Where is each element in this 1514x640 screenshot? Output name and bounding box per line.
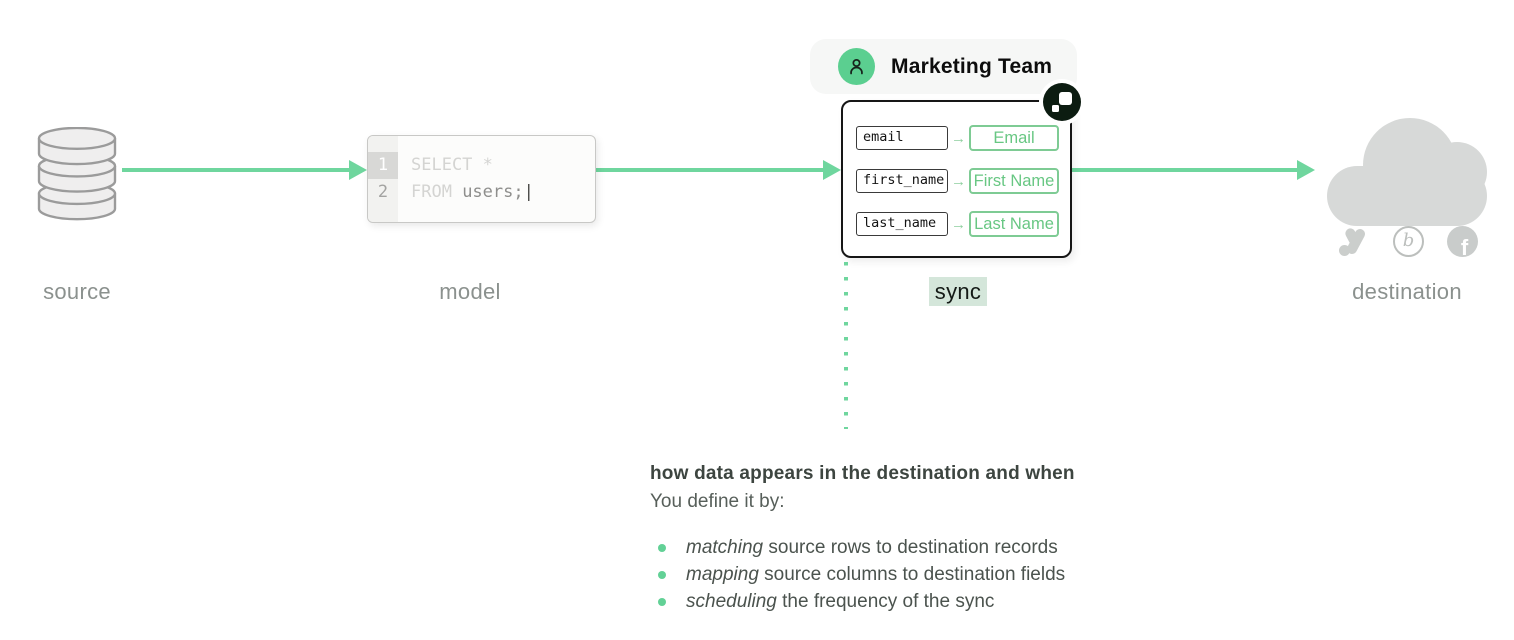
destination-field-box: Last Name [969, 211, 1059, 237]
sql-code: SELECT * FROM users;| [398, 136, 534, 222]
bullet-dot-icon [658, 544, 666, 552]
hightouch-logo-badge [1039, 79, 1085, 125]
description-bullet-list: matching source rows to destination reco… [650, 534, 1230, 615]
destination-field-box: First Name [969, 168, 1059, 194]
line-number: 2 [377, 182, 389, 202]
hightouch-logo-icon [1043, 83, 1081, 121]
team-pill: Marketing Team [810, 39, 1077, 94]
arrowhead-source-to-model [349, 160, 367, 180]
cloud-icon [1327, 118, 1487, 226]
bullet-dot-icon [658, 598, 666, 606]
mapping-row: last_name → Last Name [856, 211, 1059, 237]
destination-label: destination [1352, 279, 1462, 304]
source-field-box: last_name [856, 212, 948, 236]
bullet-mapping: mapping source columns to destination fi… [650, 561, 1230, 588]
sql-line-1: SELECT * [411, 155, 493, 175]
model-label: model [439, 279, 501, 304]
source-field-box: first_name [856, 169, 948, 193]
sql-line-2: FROM users;| [411, 182, 534, 202]
arrowhead-model-to-sync [823, 160, 841, 180]
mapping-arrow-icon: → [951, 129, 966, 147]
text-cursor: | [523, 182, 534, 202]
arrowhead-sync-to-destination [1297, 160, 1315, 180]
destination-field-box: Email [969, 125, 1059, 151]
bullet-scheduling: scheduling the frequency of the sync [650, 588, 1230, 615]
mapping-arrow-icon: → [951, 215, 966, 233]
braze-icon: b [1393, 226, 1424, 257]
bullet-dot-icon [658, 571, 666, 579]
arrow-model-to-sync [596, 168, 824, 172]
mapping-arrow-icon: → [951, 172, 966, 190]
mapping-row: email → Email [856, 125, 1059, 151]
database-icon [37, 127, 117, 221]
source-field-box: email [856, 126, 948, 150]
sync-mapping-card: email → Email first_name → First Name la… [841, 100, 1072, 258]
sync-description: how data appears in the destination and … [650, 463, 1230, 615]
google-ads-icon [1339, 228, 1365, 256]
line-number: 1 [368, 152, 398, 179]
arrow-source-to-model [122, 168, 350, 172]
sql-model-box: 1 2 SELECT * FROM users;| [367, 135, 596, 223]
destination-service-icons: b f [1338, 226, 1478, 257]
source-label: source [43, 279, 111, 304]
avatar [838, 48, 875, 85]
person-icon [850, 58, 863, 75]
description-intro: You define it by: [650, 491, 785, 512]
line-number-gutter: 1 2 [368, 136, 398, 222]
team-name: Marketing Team [891, 54, 1053, 78]
facebook-icon: f [1447, 226, 1478, 257]
bullet-matching: matching source rows to destination reco… [650, 534, 1230, 561]
arrow-sync-to-destination [1072, 168, 1298, 172]
sync-label: sync [898, 277, 1018, 306]
dotted-connector-line [844, 262, 848, 429]
mapping-row: first_name → First Name [856, 168, 1059, 194]
description-heading: how data appears in the destination and … [650, 463, 1075, 484]
